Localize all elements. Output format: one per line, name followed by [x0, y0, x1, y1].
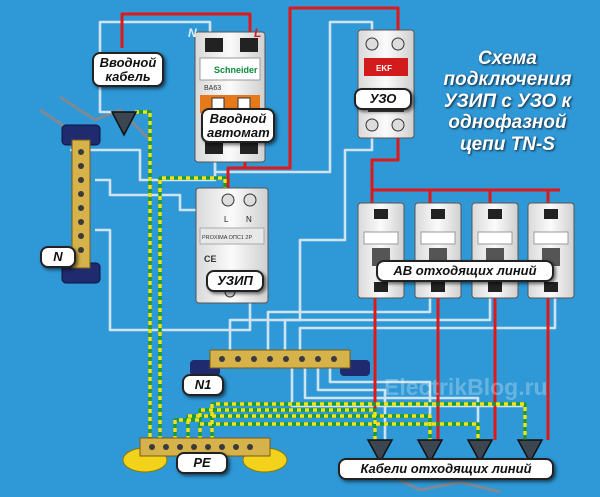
title-line-1: Схема [477, 48, 537, 69]
input-breaker-label-line-1: Вводной [209, 111, 267, 126]
cable-end-icon-2 [416, 439, 444, 464]
spd-label: УЗИП [206, 270, 264, 292]
n-bus-label: N [40, 246, 76, 268]
pe-wire-spd [158, 176, 227, 440]
pe-wires [135, 110, 527, 440]
pe-wire-out-3 [198, 422, 480, 440]
title-line-4: однофазной [448, 112, 567, 134]
spd-terminal-l: L [224, 215, 229, 224]
breaker-model-text: BA63 [204, 85, 221, 92]
spd-ce-text: CE [204, 254, 217, 264]
outgoing-breaker-1 [357, 202, 405, 299]
pe-bus-bar [122, 437, 288, 473]
pe-wire-out-2 [186, 414, 432, 440]
input-cable-label-line-1: Вводной [99, 55, 157, 70]
spd-terminal-n: N [246, 215, 252, 224]
neutral-wire-input-to-breaker [98, 20, 212, 48]
neutral-wire-out-3 [298, 298, 557, 352]
n1-bus-label: N1 [182, 374, 224, 396]
phase-wire-input-to-breaker [120, 12, 252, 48]
neutral-wire-nbus-to-breaker [70, 148, 217, 182]
outgoing-breakers [357, 202, 575, 299]
neutral-wire-letter: N [188, 26, 197, 40]
phase-wire-breaker-to-spd [226, 160, 247, 205]
line-wire-letter: L [254, 26, 262, 40]
input-breaker-label-line-2: автомат [207, 124, 270, 140]
cable-end-icon-3 [466, 439, 494, 464]
title-line-2: подключения [443, 69, 572, 91]
outgoing-breakers-label: АВ отходящих линий [376, 260, 554, 282]
phase-wire-rcd-out [370, 135, 560, 192]
title-line-5: цепи TN-S [460, 133, 555, 155]
neutral-wire-out-2 [283, 298, 492, 352]
outgoing-cables-label: Кабели отходящих линий [338, 458, 554, 480]
neutral-wire-down-3 [303, 352, 480, 440]
pe-wire-input [135, 110, 152, 440]
rcd-device: EKF [357, 29, 415, 139]
input-breaker-label: Вводной автомат [201, 108, 275, 144]
earth-cable-a [59, 95, 152, 142]
title-line-3: УЗИП с УЗО к [443, 90, 572, 112]
outgoing-breaker-2 [414, 202, 462, 299]
input-cable-label-line-2: кабель [105, 68, 151, 84]
spd-model-text: PROXIMA OПC1 2P [202, 235, 252, 241]
neutral-wire-rcd-to-n1 [228, 135, 374, 352]
neutral-wire-out-1 [266, 298, 432, 352]
breaker-brand-text: Schneider [214, 65, 258, 75]
earth-cable-c [379, 468, 501, 494]
outgoing-breaker-3 [471, 202, 519, 299]
n1-bus-bar [190, 349, 370, 376]
rcd-brand-text: EKF [376, 64, 392, 73]
input-cable-end-icon [110, 111, 138, 137]
diagram-title: Схема подключения УЗИП с УЗО к однофазно… [425, 48, 590, 155]
outgoing-cable-ends [366, 439, 544, 464]
cable-end-icon-1 [366, 439, 394, 464]
rcd-label: УЗО [354, 88, 412, 110]
pe-wire-out-4 [210, 402, 527, 440]
outgoing-breaker-4 [527, 202, 575, 299]
input-cable-label: Вводной кабель [92, 52, 164, 88]
cable-end-icon-4 [516, 439, 544, 464]
pe-bus-label: PE [176, 452, 228, 474]
watermark: ElectrikBlog.ru [384, 374, 548, 400]
n-bus-bar [61, 124, 101, 284]
neutral-wire-spd-to-n1 [95, 228, 252, 332]
